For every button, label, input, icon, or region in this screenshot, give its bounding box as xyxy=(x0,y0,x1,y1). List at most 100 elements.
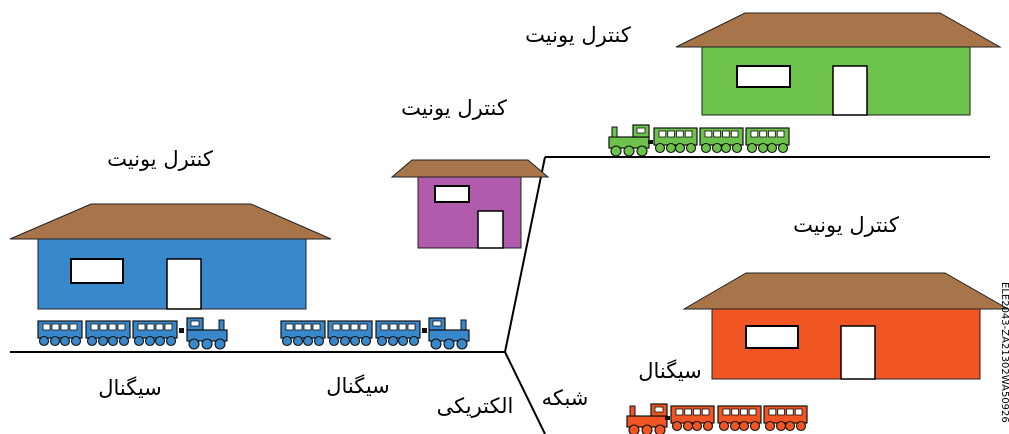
train-wagon-window xyxy=(407,323,416,331)
train-wagon-window xyxy=(768,408,777,416)
train-wheel xyxy=(777,142,789,154)
train-wagon-window xyxy=(99,323,108,331)
train-wagon-window xyxy=(108,323,117,331)
house-window xyxy=(736,65,791,88)
train-wagon-window xyxy=(164,323,173,331)
locomotive-window xyxy=(432,320,442,327)
train-wheel xyxy=(757,142,769,154)
train-wagon-window xyxy=(359,323,368,331)
train-wheel xyxy=(700,142,712,154)
train-wheel xyxy=(408,335,420,347)
locomotive-chimney xyxy=(218,319,225,331)
control-unit-label-left: کنترل یونیت xyxy=(107,147,213,171)
train-wheel xyxy=(665,142,677,154)
train-wheel xyxy=(376,335,388,347)
network-line-upper xyxy=(504,156,546,353)
train-wagon-window xyxy=(398,323,407,331)
train-wheel xyxy=(746,142,758,154)
signal-label-left: سیگنال xyxy=(98,376,162,400)
train-wheel xyxy=(313,335,325,347)
train-wagon-window xyxy=(794,408,803,416)
house-roof xyxy=(682,272,1009,310)
train-wheel xyxy=(610,145,622,157)
house-roof xyxy=(9,203,332,240)
house-door xyxy=(840,325,876,380)
train-coupler xyxy=(422,328,427,333)
train-wheel xyxy=(636,145,648,157)
train-wheel xyxy=(720,142,732,154)
locomotive-window xyxy=(636,127,646,134)
train-wheel xyxy=(775,420,787,432)
train-wheel xyxy=(674,142,686,154)
train-wagon-window xyxy=(722,408,731,416)
train-wagon-window xyxy=(285,323,294,331)
train-wheel xyxy=(766,142,778,154)
train-wheel xyxy=(711,142,723,154)
train-wagon-window xyxy=(90,323,99,331)
signal-label-bottom-right: سیگنال xyxy=(638,359,702,383)
train-wagon-window xyxy=(294,323,303,331)
train-wheel xyxy=(188,338,200,350)
locomotive-chimney xyxy=(611,126,618,138)
train-wheel xyxy=(654,424,666,434)
control-unit-label-bottom-right: کنترل یونیت xyxy=(793,213,899,237)
train-wheel xyxy=(729,420,741,432)
train-wheel xyxy=(302,335,314,347)
train-wheel xyxy=(339,335,351,347)
house-window xyxy=(434,185,470,203)
train-wheel xyxy=(456,338,468,350)
train-locomotive xyxy=(428,317,470,350)
train-wagon-window xyxy=(146,323,155,331)
train-wheel xyxy=(38,335,50,347)
train-wagon-window xyxy=(675,408,684,416)
train-wheel xyxy=(86,335,98,347)
train-green xyxy=(608,124,790,157)
train-wagon-window xyxy=(51,323,60,331)
train-wheel xyxy=(430,338,442,350)
train-wagon-window xyxy=(350,323,359,331)
train-locomotive xyxy=(608,124,650,157)
train-wheel xyxy=(764,420,776,432)
train-blue-right xyxy=(280,317,470,350)
train-orange xyxy=(626,403,808,434)
train-wagon-window xyxy=(748,408,757,416)
train-wagon-window xyxy=(667,130,675,138)
train-wheel xyxy=(281,335,293,347)
train-wagon-window xyxy=(684,408,692,416)
train-wheel xyxy=(682,420,694,432)
train-wagon-window xyxy=(69,323,78,331)
train-wagon-window xyxy=(303,323,312,331)
train-wheel xyxy=(691,420,703,432)
train-wheel xyxy=(59,335,71,347)
train-wheel xyxy=(144,335,156,347)
train-wheel xyxy=(654,142,666,154)
train-wheel xyxy=(387,335,399,347)
train-wagon-window xyxy=(155,323,164,331)
house-roof xyxy=(675,12,1002,48)
control-unit-house-green xyxy=(675,12,1002,116)
train-wagon-window xyxy=(730,130,739,138)
train-wheel xyxy=(118,335,130,347)
locomotive-window xyxy=(654,406,664,413)
train-wagon-window xyxy=(389,323,398,331)
train-wheel xyxy=(107,335,119,347)
train-wagon-window xyxy=(704,130,713,138)
network-line-lower xyxy=(504,351,546,434)
watermark-text: ELE2043-ZA21302WA50926 xyxy=(999,282,1009,423)
train-wagon-window xyxy=(776,130,785,138)
train-coupler xyxy=(648,140,653,144)
train-wagon-window xyxy=(137,323,146,331)
train-wagon-window xyxy=(768,130,776,138)
train-wheel xyxy=(784,420,796,432)
train-wagon-window xyxy=(117,323,126,331)
house-window xyxy=(745,325,799,349)
train-wagon-window xyxy=(731,408,739,416)
train-wheel xyxy=(214,338,226,350)
train-locomotive xyxy=(186,317,228,350)
house-window xyxy=(70,258,124,284)
train-locomotive xyxy=(626,403,668,434)
locomotive-chimney xyxy=(629,405,636,417)
locomotive-window xyxy=(190,320,200,327)
train-coupler xyxy=(179,328,184,333)
